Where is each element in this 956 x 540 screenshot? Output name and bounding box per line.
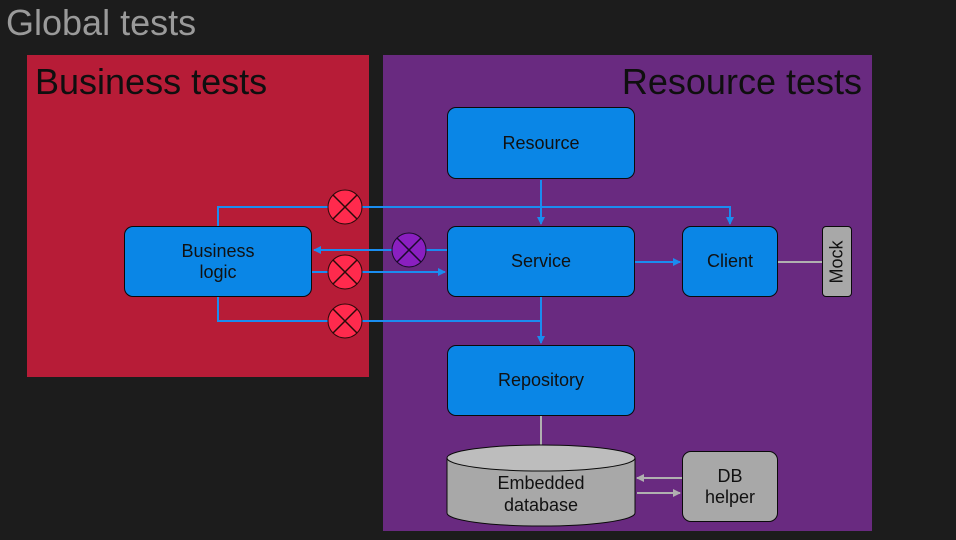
resource-tests-title: Resource tests — [621, 61, 862, 102]
crossed-circle-icon — [327, 254, 363, 290]
resource-box: Resource — [447, 107, 635, 179]
business-tests-title: Business tests — [35, 61, 268, 102]
crossed-circle-icon — [391, 232, 427, 268]
business-to-client-connector — [217, 206, 734, 226]
resource-label: Resource — [502, 132, 580, 153]
embedded-database-label: Embedded database — [447, 472, 635, 516]
client-label: Client — [706, 251, 754, 271]
mock-label: Mock — [826, 239, 847, 284]
db-helper-box: DB helper — [682, 451, 778, 522]
business-to-repository-connector — [217, 297, 545, 344]
embedded-database-text: Embedded database — [497, 473, 585, 515]
business-logic-box: Business logic — [124, 226, 312, 297]
db-helper-label: DB helper — [704, 465, 756, 507]
repository-box: Repository — [447, 345, 635, 416]
repository-label: Repository — [497, 370, 585, 390]
service-box: Service — [447, 226, 635, 297]
service-label: Service — [510, 251, 572, 271]
embedded-database-cylinder — [446, 444, 636, 527]
business-logic-label: Business logic — [181, 240, 255, 282]
client-box: Client — [682, 226, 778, 297]
slide-title: Global tests — [6, 2, 197, 43]
crossed-circle-icon — [327, 303, 363, 339]
crossed-circle-icon — [327, 189, 363, 225]
mock-box: Mock — [822, 226, 852, 297]
business-tests-region: Business tests — [27, 55, 369, 377]
